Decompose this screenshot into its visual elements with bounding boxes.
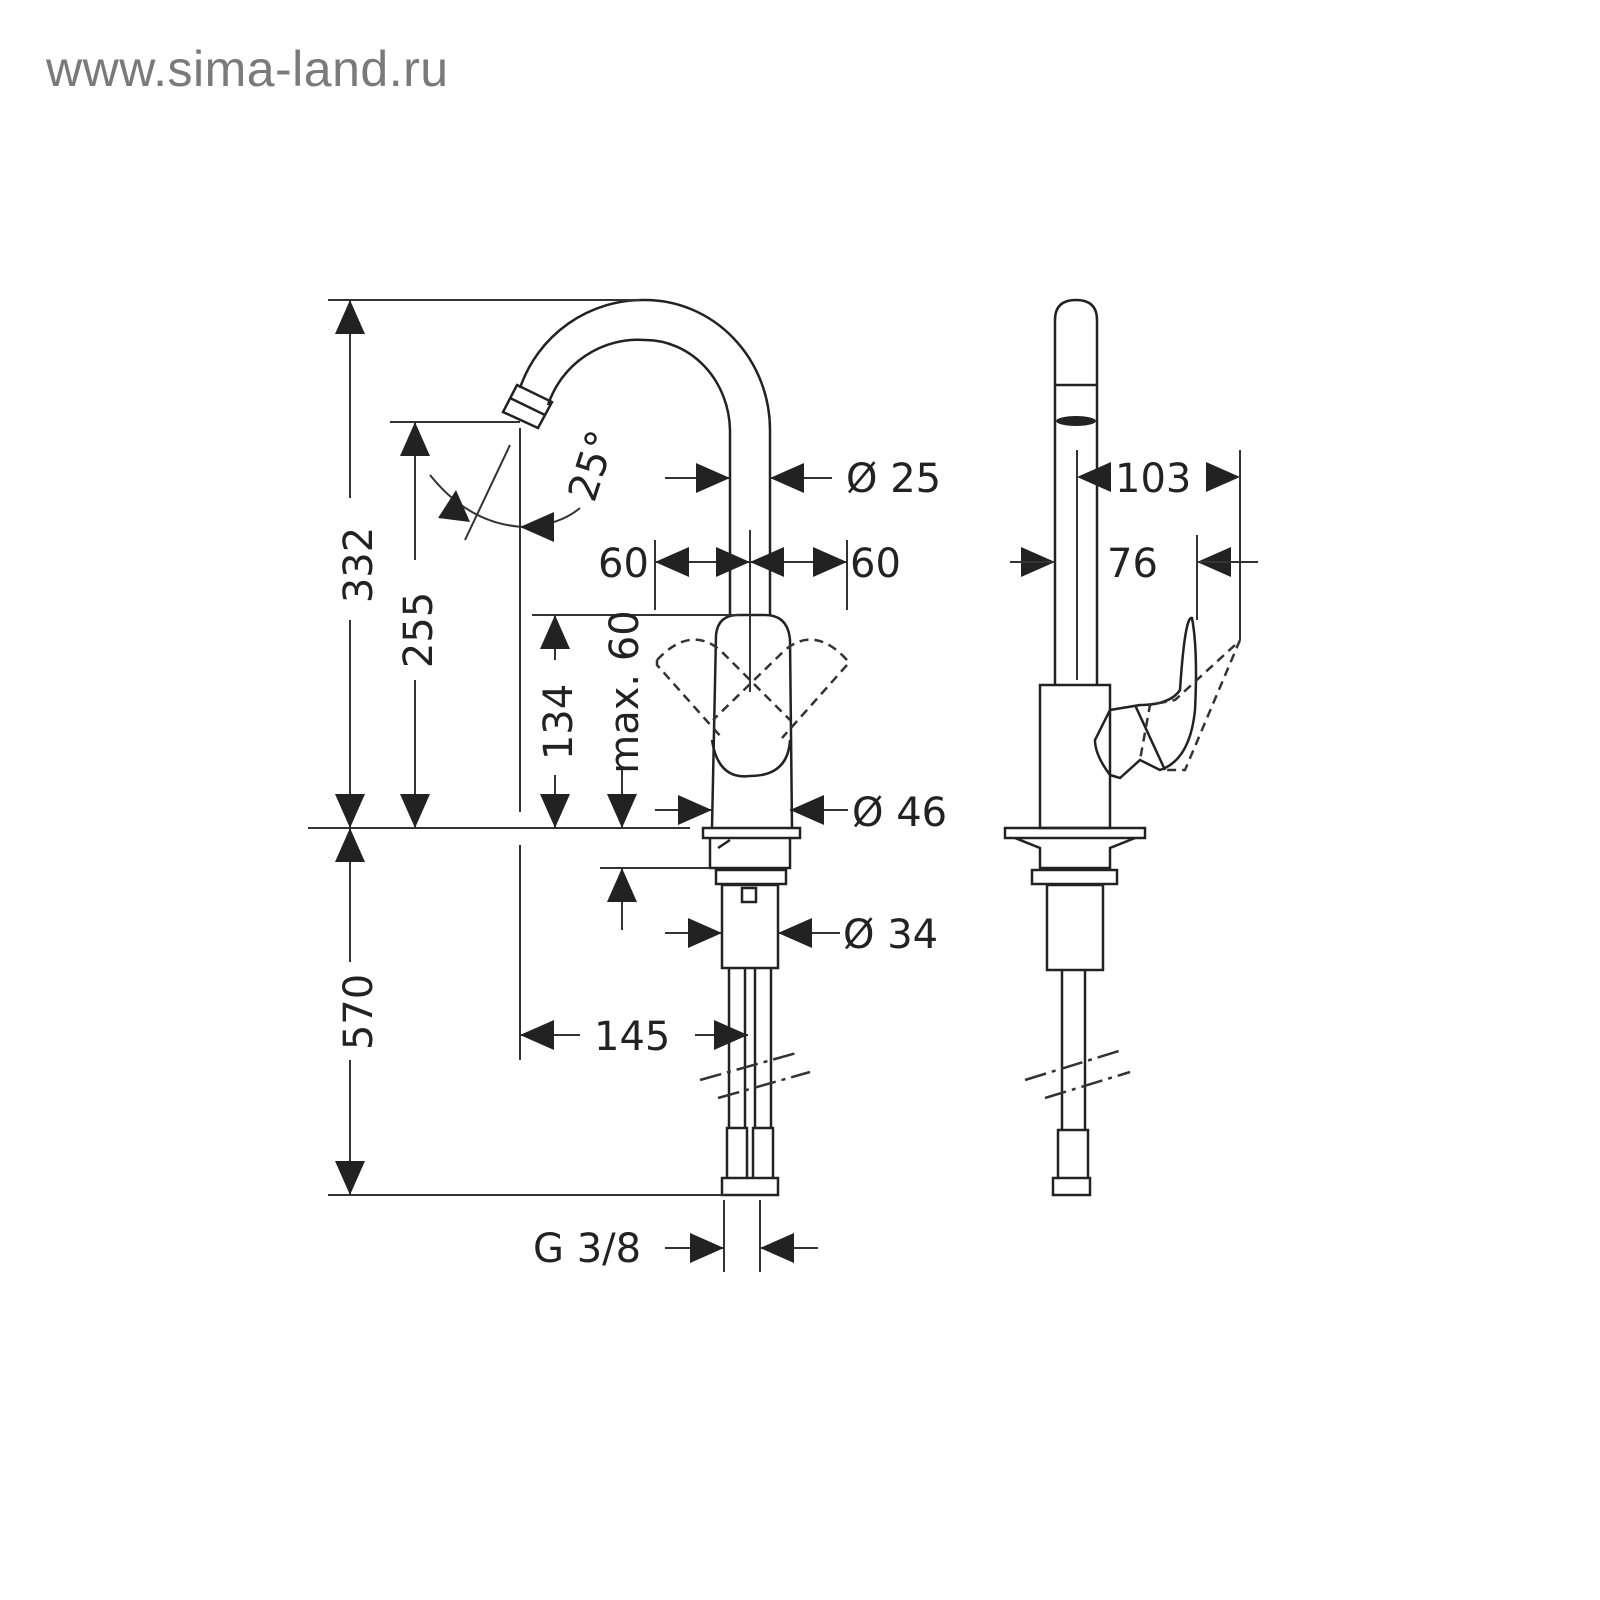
- dimension-arrowhead: [696, 463, 730, 493]
- dim-103: 103: [1115, 456, 1191, 502]
- dimension-arrowhead: [335, 300, 365, 334]
- dimension-arrowhead: [1077, 462, 1111, 492]
- dimension-arrowhead: [678, 795, 712, 825]
- side-break-lines: [1024, 1048, 1131, 1100]
- side-base-plate: [1003, 826, 1147, 840]
- side-view: [1003, 298, 1242, 1197]
- side-spout: [1053, 298, 1099, 685]
- dimension-arrowhead: [790, 795, 824, 825]
- dimension-arrowhead: [335, 794, 365, 828]
- dimension-arrowhead: [438, 490, 470, 522]
- dim-25-degrees: 25°: [560, 425, 626, 507]
- dimension-arrowhead: [520, 512, 554, 542]
- side-collar: [1014, 836, 1136, 870]
- dim-swing-left: 60: [598, 541, 649, 587]
- dimension-arrowhead: [335, 828, 365, 862]
- side-dimensions: [1010, 450, 1258, 680]
- dim-76: 76: [1107, 541, 1158, 587]
- dimension-arrowhead: [335, 1161, 365, 1195]
- dimension-arrows: [335, 300, 1240, 1263]
- base-collar: [708, 838, 792, 870]
- side-lever-dashed: [1138, 639, 1242, 772]
- body: [710, 613, 794, 829]
- shank-screw: [740, 886, 758, 904]
- dimension-arrowhead: [770, 463, 804, 493]
- side-lever: [1093, 616, 1198, 780]
- dim-body-diameter: Ø 46: [852, 790, 947, 836]
- dimension-arrowhead: [1206, 462, 1240, 492]
- dim-570: 570: [336, 974, 382, 1050]
- spout-inner: [546, 338, 732, 615]
- dim-134: 134: [536, 684, 582, 760]
- dimension-arrowhead: [400, 422, 430, 456]
- spout-outer: [518, 298, 772, 615]
- dimension-arrowhead: [760, 1233, 794, 1263]
- side-aerator: [1056, 416, 1096, 426]
- dimension-arrowhead: [688, 918, 722, 948]
- lever-swing-dashed: [655, 638, 848, 739]
- dim-332: 332: [336, 527, 382, 603]
- dimension-arrowhead: [400, 794, 430, 828]
- dimension-arrowhead: [690, 1233, 724, 1263]
- dim-swing-right: 60: [850, 541, 901, 587]
- dim-spout-diameter: Ø 25: [846, 456, 941, 502]
- hoses: [727, 968, 773, 1128]
- dimension-arrowhead: [607, 868, 637, 902]
- dim-max-60: max. 60: [602, 610, 648, 773]
- front-view: [501, 298, 848, 1197]
- dimension-arrowhead: [540, 615, 570, 649]
- side-hose: [1051, 970, 1092, 1197]
- dimension-arrowhead: [714, 1020, 748, 1050]
- dimension-arrowhead: [655, 547, 689, 577]
- dimension-arrowhead: [540, 794, 570, 828]
- side-thread-ring: [1030, 868, 1119, 886]
- side-shank: [1045, 883, 1105, 972]
- aerator: [501, 383, 554, 430]
- base-plate: [701, 826, 802, 840]
- hose-fittings: [720, 1126, 780, 1197]
- dim-g38: G 3/8: [533, 1226, 641, 1272]
- dimension-arrowhead: [716, 547, 750, 577]
- break-lines: [699, 1050, 811, 1100]
- dimension-arrowhead: [750, 547, 784, 577]
- dimension-arrowhead: [607, 794, 637, 828]
- dim-255: 255: [396, 592, 442, 668]
- thread-ring: [714, 868, 788, 886]
- shank: [720, 883, 780, 970]
- dim-145: 145: [594, 1014, 670, 1060]
- dimension-arrowhead: [778, 918, 812, 948]
- dimension-arrowhead: [520, 1020, 554, 1050]
- dimension-arrowhead: [813, 547, 847, 577]
- lever: [710, 739, 792, 778]
- dim-shank-diameter: Ø 34: [843, 912, 938, 958]
- site-watermark: www.sima-land.ru: [46, 41, 449, 97]
